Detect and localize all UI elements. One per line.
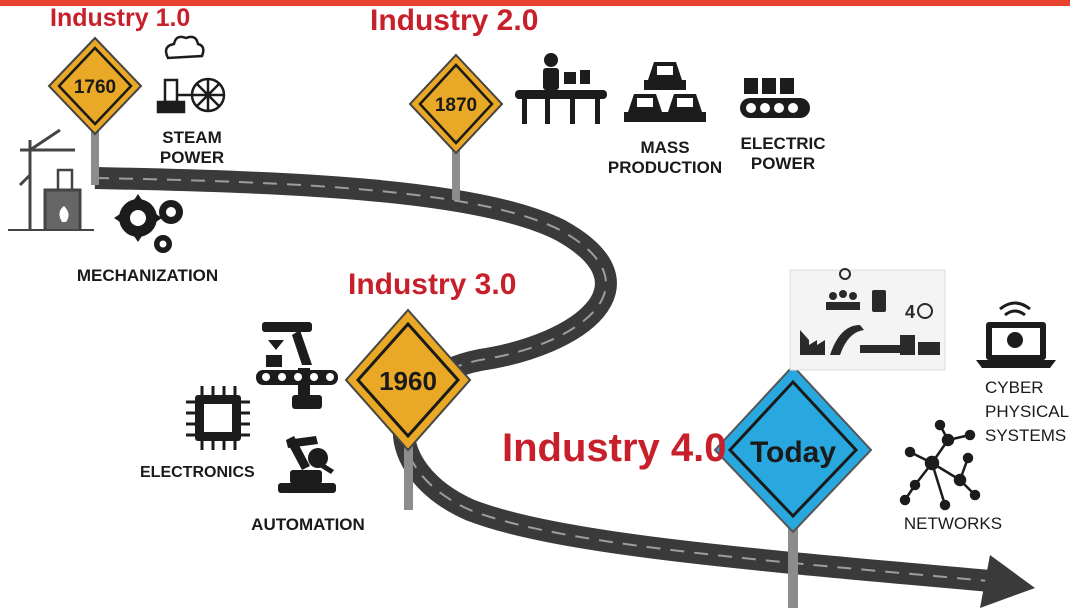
era-title-industry-2: Industry 2.0 [370, 4, 539, 37]
sign-1870: 1870 [408, 53, 504, 155]
label-mass-production: MASS PRODUCTION [607, 138, 723, 177]
road-path [94, 167, 1035, 608]
laptop-wifi-icon [976, 301, 1056, 368]
welding-robot-icon [278, 436, 336, 493]
sign-1760: 1760 [47, 36, 143, 136]
microchip-icon [186, 386, 250, 450]
era-title-industry-3: Industry 3.0 [348, 268, 517, 301]
oil-derrick-icon [8, 128, 94, 231]
cars-icon [624, 62, 706, 122]
sign-1870-label: 1870 [435, 95, 477, 116]
sign-1960: 1960 [344, 308, 472, 452]
label-steam-power: STEAM POWER [159, 128, 225, 167]
conveyor-icon [740, 78, 810, 118]
era-title-industry-1: Industry 1.0 [50, 4, 191, 32]
steam-engine-icon [156, 35, 226, 114]
svg-text:4: 4 [905, 302, 915, 322]
label-cyber-physical-systems: CYBER PHYSICAL SYSTEMS [985, 378, 1069, 445]
network-icon [899, 419, 981, 511]
top-accent-bar [0, 0, 1070, 6]
label-mechanization: MECHANIZATION [76, 266, 219, 285]
assembly-worker-icon [515, 53, 607, 124]
label-networks: NETWORKS [903, 514, 1003, 533]
road-arrowhead [980, 555, 1035, 608]
sign-1960-label: 1960 [379, 366, 437, 396]
label-electronics: ELECTRONICS [140, 464, 255, 481]
label-electric-power: ELECTRIC POWER [740, 134, 826, 173]
sign-1760-label: 1760 [74, 77, 116, 98]
robot-arm-icon [256, 322, 338, 409]
label-automation: AUTOMATION [251, 515, 365, 534]
sign-today: Today [713, 364, 873, 534]
sign-today-label: Today [750, 436, 836, 469]
era-title-industry-4: Industry 4.0 [502, 426, 727, 470]
gears-icon [114, 194, 183, 253]
smart-factory-icon: 4 [789, 268, 946, 371]
